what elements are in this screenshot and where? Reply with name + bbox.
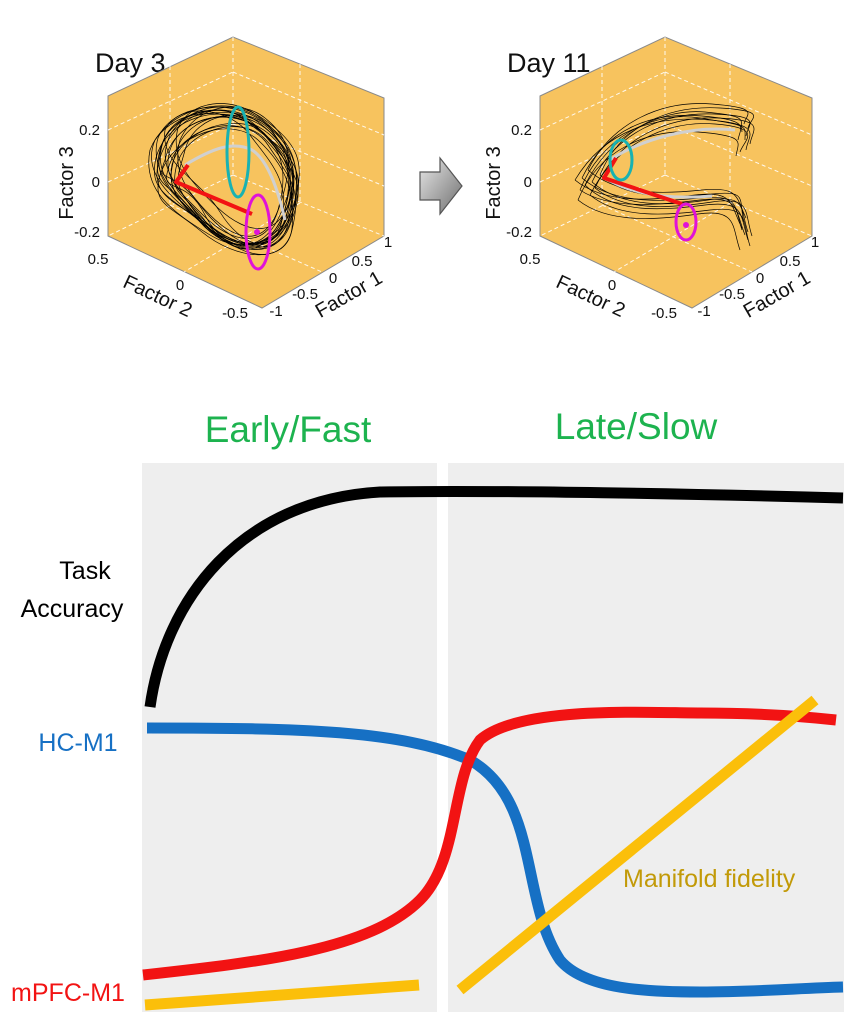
factor1-tick: 0: [329, 270, 337, 287]
panel-day11: Day 11: [483, 36, 819, 323]
red-trajectory: [174, 163, 253, 216]
factor3-label: Factor 3: [483, 146, 505, 219]
factor2-tick: 0.5: [88, 251, 109, 268]
magenta-marker: [683, 222, 689, 228]
task-accuracy-curve: [144, 485, 844, 708]
right-arrow-icon: [419, 156, 463, 216]
factor1-tick: 1: [811, 234, 819, 251]
manifold-fidelity-label: Manifold fidelity: [623, 865, 796, 893]
magenta-ellipse: [674, 202, 698, 242]
cube-grid: [539, 37, 813, 273]
phase-label-early: Early/Fast: [205, 409, 372, 450]
red-trajectory: [602, 156, 683, 206]
factor1-label: Factor 1: [740, 267, 815, 323]
magenta-marker: [254, 229, 260, 235]
factor2-tick: 0: [176, 277, 184, 294]
factor1-tick: 0.5: [780, 253, 801, 270]
learning-phases-schematic: Early/Fast Late/Slow Task Accuracy HC-M1…: [11, 406, 844, 1012]
magenta-ellipse: [244, 193, 272, 271]
factor2-tick: -0.5: [651, 305, 677, 322]
mpfc-m1-label: mPFC-M1: [11, 979, 125, 1007]
mean-trajectory: [184, 144, 287, 221]
factor1-tick: 0: [756, 270, 764, 287]
factor1-tick: 1: [384, 234, 392, 251]
panel-title: Day 11: [507, 48, 591, 78]
factor3-tick: 0: [92, 174, 100, 191]
cube-grid: [107, 37, 385, 273]
factor1-tick: -1: [269, 303, 282, 320]
factor3-tick: -0.2: [506, 224, 532, 241]
mpfc-m1-curve: [142, 706, 837, 981]
factor3-label: Factor 3: [56, 146, 78, 219]
factor1-tick: 0.5: [352, 253, 373, 270]
factor1-tick: -0.5: [719, 286, 745, 303]
factor2-label: Factor 2: [553, 271, 629, 322]
manifold-fidelity-line-late: [456, 695, 819, 995]
panel-title: Day 3: [95, 48, 166, 78]
manifold-fidelity-line-early: [144, 979, 420, 1011]
cyan-ellipse: [608, 138, 634, 182]
hc-m1-label: HC-M1: [38, 729, 117, 757]
panel-day3: Day 3: [56, 36, 392, 323]
factor2-tick: -0.5: [222, 305, 248, 322]
factor1-tick: -0.5: [292, 286, 318, 303]
cube-face: [539, 36, 813, 309]
cyan-ellipse: [225, 105, 251, 199]
phase-label-late: Late/Slow: [555, 406, 718, 447]
factor2-tick: 0: [608, 277, 616, 294]
phase-panel-late: [448, 463, 844, 1012]
factor1-tick: -1: [697, 303, 710, 320]
factor3-tick: -0.2: [74, 224, 100, 241]
factor3-tick: 0.2: [511, 122, 532, 139]
factor3-tick: 0: [524, 174, 532, 191]
hc-m1-curve: [146, 722, 844, 998]
task-accuracy-label: Task: [59, 557, 111, 585]
factor3-tick: 0.2: [79, 122, 100, 139]
task-accuracy-label: Accuracy: [21, 595, 124, 623]
mean-trajectory: [609, 127, 736, 162]
factor2-tick: 0.5: [520, 251, 541, 268]
factor1-label: Factor 1: [312, 267, 387, 323]
